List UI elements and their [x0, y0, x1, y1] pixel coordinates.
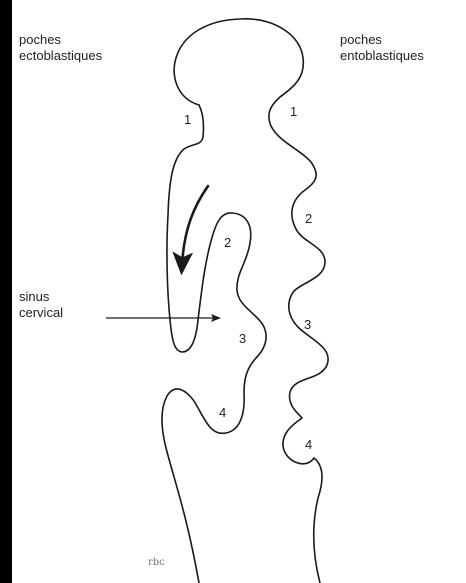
endo-pouch-2: 2	[305, 212, 312, 226]
ecto-label-line2: ectoblastiques	[19, 48, 102, 64]
ecto-pouch-4: 4	[219, 406, 226, 420]
endo-pouch-4: 4	[305, 438, 312, 452]
pharynx-outline	[174, 19, 328, 583]
ecto-label: poches ectoblastiques	[19, 32, 102, 64]
ecto-pouch-1: 1	[184, 113, 191, 127]
ecto-pouch-2: 2	[224, 236, 231, 250]
endo-pouch-1: 1	[290, 105, 297, 119]
endo-label-line2: entoblastiques	[340, 48, 424, 64]
sinus-label-line2: cervical	[19, 305, 63, 321]
endo-label-line1: poches	[340, 32, 424, 48]
endo-pouch-3: 3	[304, 318, 311, 332]
ecto-label-line1: poches	[19, 32, 102, 48]
pharynx-left-wall	[162, 105, 266, 583]
migration-arrow	[182, 186, 208, 265]
sinus-label: sinus cervical	[19, 289, 63, 321]
sinus-label-line1: sinus	[19, 289, 63, 305]
endo-label: poches entoblastiques	[340, 32, 424, 64]
credit-mark: rbc	[148, 557, 165, 568]
ecto-pouch-3: 3	[239, 332, 246, 346]
